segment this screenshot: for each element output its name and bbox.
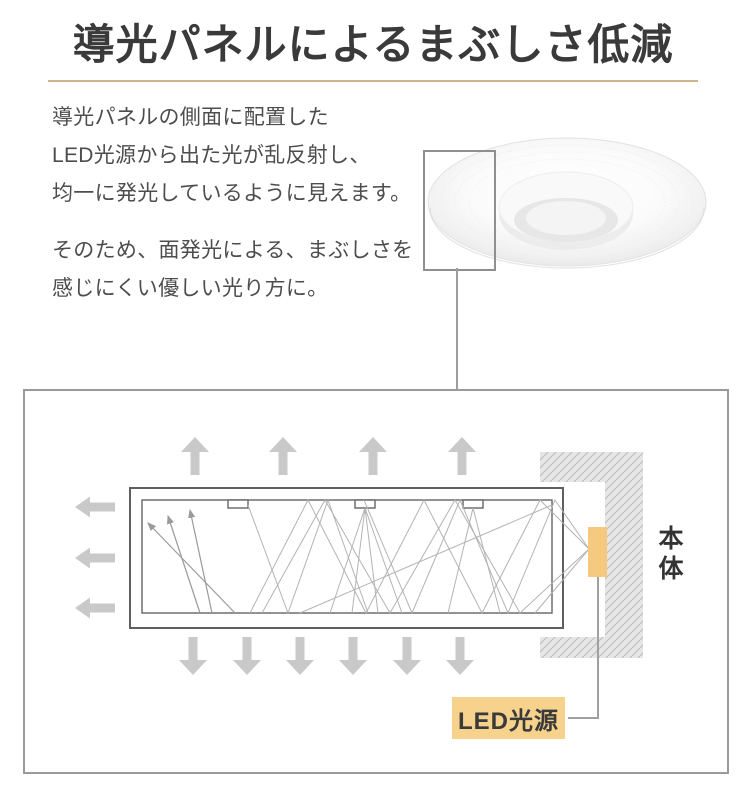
intro-line: そのため、面発光による、まぶしさを — [52, 239, 414, 262]
intro-paragraph-2: そのため、面発光による、まぶしさを 感じにくい優しい光り方に。 — [52, 232, 442, 308]
light-guide-diagram: 本体 LED光源 — [23, 389, 729, 774]
edge-callout-box — [423, 150, 496, 271]
left-arrows — [75, 496, 115, 619]
intro-line: LED光源から出た光が乱反射し、 — [52, 144, 371, 167]
diagram-canvas — [75, 437, 643, 719]
light-center-unit — [498, 171, 634, 250]
light-rays — [247, 498, 590, 615]
callout-connector-line — [456, 268, 458, 389]
page-title: 導光パネルによるまぶしさ低減 — [72, 23, 674, 69]
down-arrows — [179, 637, 474, 675]
intro-paragraph-1: 導光パネルの側面に配置した LED光源から出た光が乱反射し、 均一に発光している… — [52, 99, 442, 213]
intro-line: 感じにくい優しい光り方に。 — [52, 277, 329, 300]
fixture-body-hatch — [540, 452, 643, 658]
fixture-body-label: 本体 — [655, 525, 683, 585]
intro-text: 導光パネルの側面に配置した LED光源から出た光が乱反射し、 均一に発光している… — [52, 99, 442, 308]
intro-line: 導光パネルの側面に配置した — [52, 106, 329, 129]
led-source-block — [588, 527, 607, 577]
escaping-light-arrows — [147, 508, 236, 614]
up-arrows — [181, 437, 476, 475]
led-source-label: LED光源 — [452, 697, 565, 739]
intro-line: 均一に発光しているように見えます。 — [52, 182, 412, 205]
ceiling-light-image — [427, 137, 707, 269]
led-label-connector-line — [568, 577, 599, 719]
section-header: 導光パネルによるまぶしさ低減 — [48, 0, 698, 82]
